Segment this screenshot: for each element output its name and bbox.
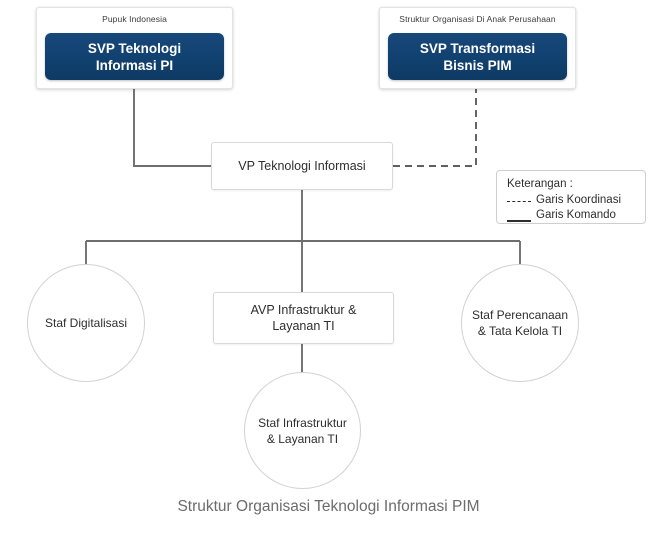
node-staf-digitalisasi-label: Staf Digitalisasi — [44, 316, 128, 330]
node-svp-pim-line1: SVP Transformasi — [419, 40, 536, 56]
legend-title: Keterangan : — [507, 178, 573, 190]
node-svp-teknologi-informasi-pi[interactable]: SVP Teknologi Informasi PI — [45, 33, 224, 80]
node-avp-line1: AVP Infrastruktur & — [250, 303, 357, 317]
legend-item-koordinasi-label: Garis Koordinasi — [536, 194, 622, 206]
node-svp-pi-line1: SVP Teknologi — [87, 40, 182, 56]
edge-vp-to-svp-pim-dashed — [393, 89, 477, 167]
legend-item-koordinasi: Garis Koordinasi — [507, 193, 636, 208]
solid-line-icon — [507, 219, 531, 222]
node-staf-digitalisasi[interactable]: Staf Digitalisasi — [27, 264, 145, 382]
card-pupuk-indonesia[interactable]: Pupuk Indonesia SVP Teknologi Informasi … — [36, 7, 233, 89]
diagram-caption: Struktur Organisasi Teknologi Informasi … — [177, 498, 480, 515]
node-svp-pi-line2: Informasi PI — [95, 57, 174, 73]
node-staf-infrastruktur-line1: Staf Infrastruktur — [258, 415, 347, 430]
node-vp-teknologi-informasi[interactable]: VP Teknologi Informasi — [211, 142, 393, 190]
node-staf-infrastruktur-line2: & Layanan TI — [266, 431, 339, 446]
node-avp-line2: Layanan TI — [272, 319, 335, 333]
legend-item-komando-label: Garis Komando — [536, 209, 616, 221]
node-svp-teknologi-informasi-pi-label: SVP Teknologi Informasi PI — [88, 40, 181, 74]
node-vp-teknologi-informasi-label: VP Teknologi Informasi — [238, 159, 366, 173]
card-anak-perusahaan-title: Struktur Organisasi Di Anak Perusahaan — [399, 14, 556, 24]
node-avp-infrastruktur-layanan-ti-label: AVP Infrastruktur & Layanan TI — [251, 302, 357, 334]
node-staf-perencanaan-tata-kelola-ti[interactable]: Staf Perencanaan & Tata Kelola TI — [461, 264, 579, 382]
legend-item-komando: Garis Komando — [507, 208, 636, 223]
dashed-line-icon — [507, 201, 531, 202]
node-avp-infrastruktur-layanan-ti[interactable]: AVP Infrastruktur & Layanan TI — [213, 292, 394, 344]
card-anak-perusahaan[interactable]: Struktur Organisasi Di Anak Perusahaan S… — [379, 7, 576, 89]
node-svp-pim-line2: Bisnis PIM — [443, 57, 512, 73]
legend: Keterangan : Garis Koordinasi Garis Koma… — [496, 170, 646, 224]
edge-svp-pi-to-vp — [133, 88, 211, 167]
node-svp-transformasi-bisnis-pim-label: SVP Transformasi Bisnis PIM — [420, 40, 535, 74]
node-staf-perencanaan-line2: & Tata Kelola TI — [477, 324, 563, 338]
card-pupuk-indonesia-title: Pupuk Indonesia — [102, 14, 167, 24]
node-staf-infrastruktur-layanan-ti[interactable]: Staf Infrastruktur & Layanan TI — [244, 372, 361, 489]
node-svp-transformasi-bisnis-pim[interactable]: SVP Transformasi Bisnis PIM — [388, 33, 567, 80]
node-staf-perencanaan-tata-kelola-ti-label: Staf Perencanaan & Tata Kelola TI — [472, 307, 568, 339]
node-staf-perencanaan-line1: Staf Perencanaan — [471, 308, 569, 322]
node-staf-infrastruktur-layanan-ti-label: Staf Infrastruktur & Layanan TI — [258, 415, 347, 447]
